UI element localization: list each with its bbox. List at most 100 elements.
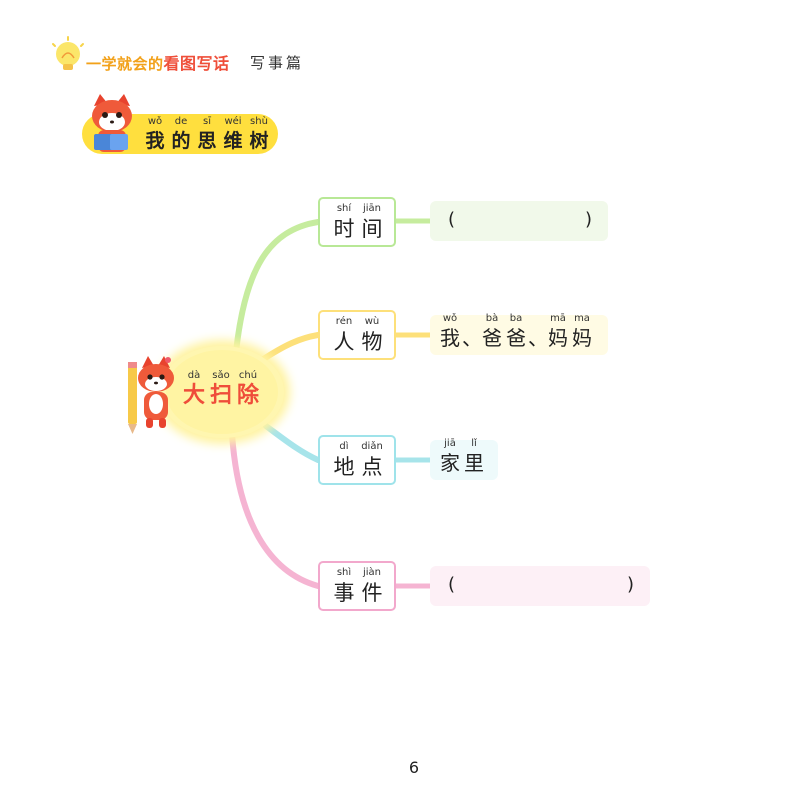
branch-label-char-hanzi: 时 [333,217,355,241]
center-topic-char-pinyin: sǎo [212,370,230,381]
page-number: 6 [408,758,420,777]
branch-label-char-hanzi: 物 [361,330,383,354]
answer-char-pinyin: jiā [444,438,456,449]
answer-char-pinyin [528,313,546,325]
branch-label-char-pinyin: dì [339,441,349,452]
center-topic-char-pinyin: chú [238,370,258,381]
answer-char: ba 爸 [504,313,528,351]
answer-box-place: jiā 家 lǐ 里 [430,438,498,480]
connector-people [259,332,321,363]
branch-node-people: rén 人 wù 物 [318,310,396,360]
branch-label-char-pinyin: jiàn [362,567,382,578]
answer-char: ma 妈 [570,313,594,351]
answer-char-hanzi: 我 [440,326,460,350]
branch-label-char-pinyin: shì [336,567,352,578]
answer-char-pinyin: bà [485,313,499,324]
branch-label-char: diǎn 点 [357,441,387,481]
branch-label-char: wù 物 [357,316,387,356]
answer-char: wǒ 我 [438,313,462,351]
fox-pencil-icon [128,356,174,434]
paren-open: ( [448,574,456,595]
answer-box-event[interactable]: () [430,566,650,606]
section-title-char-hanzi: 树 [249,130,269,152]
section-title-char-hanzi: 思 [197,130,217,152]
answer-char: bà 爸 [480,313,504,351]
answer-char-hanzi: 爸 [506,326,526,350]
section-title-char-pinyin: wéi [224,116,242,127]
connector-time [233,219,321,355]
branch-label-char-pinyin: wù [364,316,380,327]
section-title-char-pinyin: de [174,116,188,127]
answer-char-pinyin: wǒ [442,313,458,324]
branch-label-char: shì 事 [329,567,359,607]
answer-char-pinyin: mā [550,313,566,324]
connector-place [263,423,321,463]
section-title-char: de 的 [166,115,196,153]
answer-char-hanzi: 、 [462,326,482,350]
center-topic-char-hanzi: 大 [182,383,205,408]
answer-char-hanzi: 家 [440,451,460,475]
branch-label-char-hanzi: 地 [333,455,355,479]
answer-char-hanzi: 爸 [482,326,502,350]
section-title-char: wǒ 我 [140,115,170,153]
center-topic-char: chú 除 [234,370,262,410]
center-topic-char: dà 大 [180,370,208,410]
branch-label-char-pinyin: diǎn [361,441,383,452]
answer-char: mā 妈 [546,313,570,351]
branch-label-char: shí 时 [329,203,359,243]
branch-label-char-hanzi: 人 [333,330,355,354]
answer-char-hanzi: 妈 [548,326,568,350]
branch-label-char-hanzi: 间 [361,217,383,241]
branch-label-char-pinyin: rén [335,316,353,327]
paren-close: ) [626,574,634,595]
book-tag: 写事篇 [250,54,305,72]
answer-char-pinyin: ma [574,313,590,324]
center-node [166,350,278,434]
answer-char-hanzi: 里 [464,451,484,475]
branch-label-char: dì 地 [329,441,359,481]
branch-label-char: jiàn 件 [357,567,387,607]
center-topic-char: sǎo 扫 [207,370,235,410]
answer-char-pinyin [462,313,480,325]
paren-open: ( [448,209,456,230]
answer-char: jiā 家 [438,438,462,476]
answer-char-hanzi: 、 [528,326,548,350]
section-title-char: shù 树 [244,115,274,153]
center-topic-char-pinyin: dà [187,370,201,381]
answer-char: 、 [528,313,548,351]
answer-char-pinyin: lǐ [471,438,477,449]
lightbulb-icon [52,36,84,70]
series-title-highlight: 看图写话 [163,54,230,73]
connector-event [229,431,321,589]
answer-char-pinyin: ba [509,313,523,324]
branch-node-place: dì 地 diǎn 点 [318,435,396,485]
center-topic-char-hanzi: 除 [236,383,259,408]
branch-label-char-pinyin: shí [336,203,352,214]
answer-char: 、 [462,313,482,351]
center-topic-char-hanzi: 扫 [209,383,232,408]
paren-close: ) [584,209,592,230]
answer-char: lǐ 里 [462,438,486,476]
section-title-char-pinyin: wǒ [147,116,163,127]
fox-reading-icon [92,94,132,152]
branch-label-char-hanzi: 件 [361,581,383,605]
branch-label-char: rén 人 [329,316,359,356]
answer-box-time[interactable]: () [430,201,608,241]
section-title-char-pinyin: sī [203,116,211,127]
section-title-char-hanzi: 我 [145,130,165,152]
branch-label-char-hanzi: 点 [361,455,383,479]
section-title-char-pinyin: shù [250,116,268,127]
section-title-char: sī 思 [192,115,222,153]
series-title: 一学就会的看图写话 [86,50,230,74]
branch-label-char-hanzi: 事 [333,581,355,605]
section-title-char-hanzi: 的 [171,130,191,152]
branch-node-event: shì 事 jiàn 件 [318,561,396,611]
series-title-prefix: 一学就会的 [86,55,164,73]
answer-char-hanzi: 妈 [572,326,592,350]
